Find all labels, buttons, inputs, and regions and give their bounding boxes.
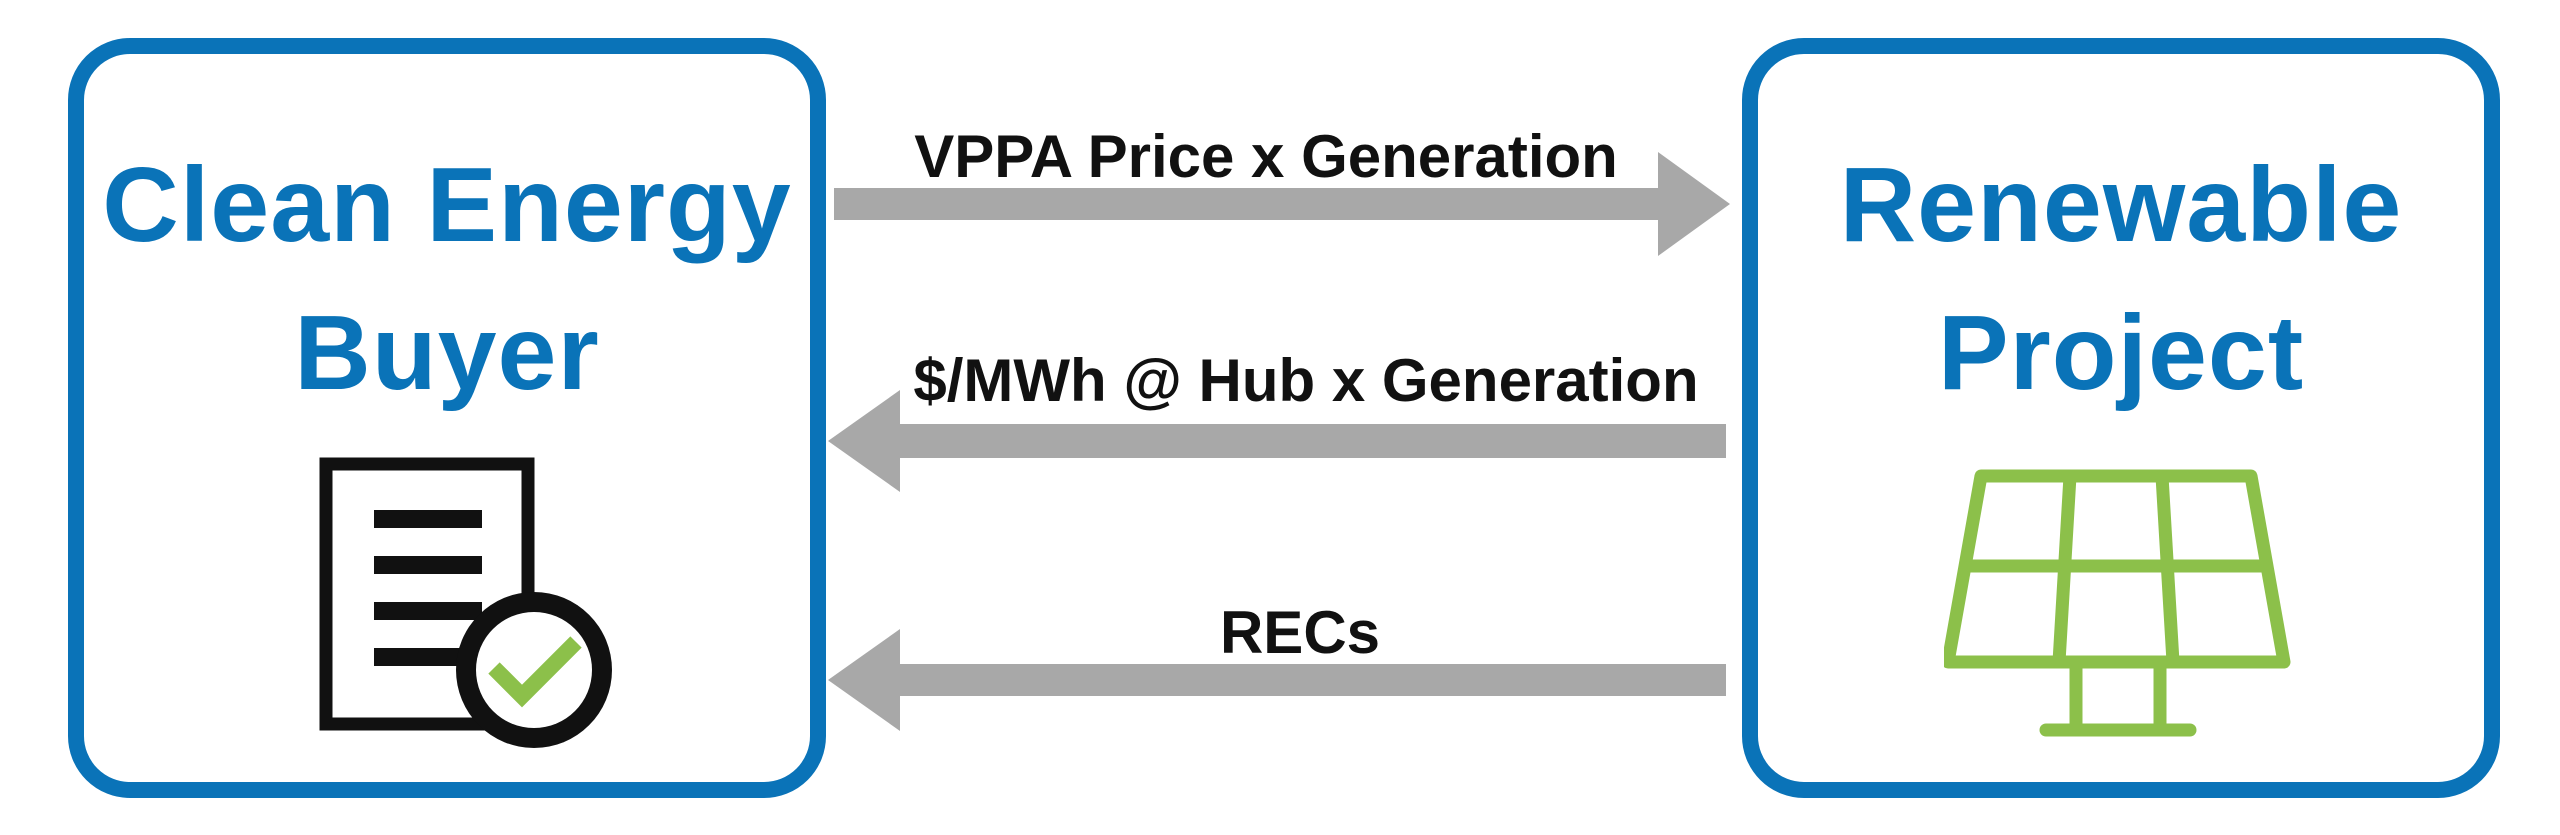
vppa-price-label: VPPA Price x Generation bbox=[914, 123, 1618, 190]
project-title-line2: Project bbox=[1937, 294, 2305, 412]
hub-price-label: $/MWh @ Hub x Generation bbox=[913, 347, 1699, 414]
buyer-title-line1: Clean Energy bbox=[102, 146, 792, 264]
contract-document-check-icon bbox=[319, 457, 612, 748]
clean-energy-buyer-box: Clean Energy Buyer bbox=[68, 38, 826, 798]
renewable-project-box: Renewable Project bbox=[1742, 38, 2500, 798]
solar-panel-icon bbox=[1944, 469, 2291, 737]
recs-label: RECs bbox=[1219, 599, 1381, 666]
arrow-vppa-payment bbox=[834, 152, 1730, 256]
buyer-title-line2: Buyer bbox=[294, 294, 600, 412]
arrow-recs bbox=[828, 629, 1726, 731]
arrow-hub-payment bbox=[828, 390, 1726, 492]
project-title-line1: Renewable bbox=[1839, 146, 2403, 264]
